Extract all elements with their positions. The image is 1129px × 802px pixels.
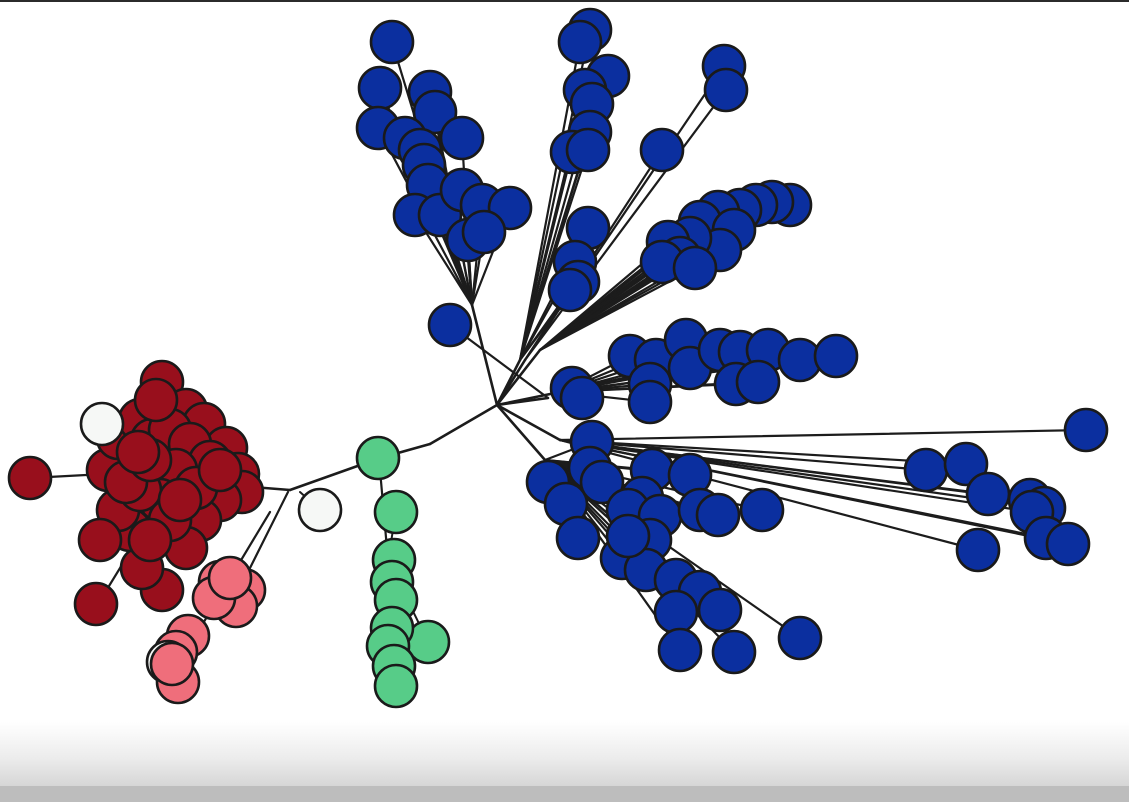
tree-leaves: [7, 7, 1109, 709]
leaf-node-blue: [565, 127, 611, 173]
leaf-node-blue: [703, 67, 749, 113]
leaf-node-red: [133, 377, 179, 423]
leaf-node-blue: [639, 127, 685, 173]
tree-branches: [28, 28, 1088, 687]
leaf-node-blue: [369, 19, 415, 65]
phylogenetic-tree: [7, 7, 1109, 709]
tree-branch: [558, 438, 1034, 514]
leaf-node-red: [7, 455, 53, 501]
leaf-node-blue: [461, 209, 507, 255]
leaf-node-blue: [711, 629, 757, 675]
top-border: [0, 0, 1129, 2]
tree-branch: [495, 348, 542, 407]
leaf-node-blue: [547, 267, 593, 313]
tree-branch: [495, 403, 562, 442]
leaf-node-blue: [555, 515, 601, 561]
leaf-node-blue: [579, 459, 625, 505]
leaf-node-blue: [557, 19, 603, 65]
leaf-node-blue: [559, 375, 605, 421]
tree-branch: [495, 403, 547, 462]
leaf-node-blue: [653, 589, 699, 635]
leaf-node-green: [355, 435, 401, 481]
leaf-node-blue: [903, 447, 949, 493]
leaf-node-green: [373, 489, 419, 535]
tree-branch: [538, 260, 664, 352]
leaf-node-blue: [777, 615, 823, 661]
leaf-node-red: [157, 477, 203, 523]
leaf-node-blue: [697, 587, 743, 633]
footer-gradient-band: [0, 722, 1129, 802]
tree-branch: [558, 438, 968, 466]
tree-branch: [428, 403, 499, 446]
leaf-node-blue: [357, 65, 403, 111]
leaf-node-blue: [605, 513, 651, 559]
leaf-node-blue: [955, 527, 1001, 573]
tree-branch: [558, 428, 1088, 442]
tree-branch: [558, 438, 928, 472]
leaf-node-red: [77, 517, 123, 563]
tree-branch: [495, 390, 562, 407]
leaf-node-pink: [149, 641, 195, 687]
tree-branch: [523, 88, 728, 362]
leaf-node-blue: [943, 441, 989, 487]
leaf-node-blue: [739, 487, 785, 533]
tree-branch: [470, 303, 499, 407]
leaf-node-blue: [965, 471, 1011, 517]
leaf-node-red: [127, 517, 173, 563]
leaf-node-blue: [735, 359, 781, 405]
tree-branch: [518, 150, 574, 362]
leaf-node-white: [297, 487, 343, 533]
leaf-node-blue: [672, 245, 718, 291]
leaf-node-pink: [207, 555, 253, 601]
leaf-node-blue: [1045, 521, 1091, 567]
leaf-node-red: [115, 429, 161, 475]
leaf-node-blue: [412, 89, 458, 135]
leaf-node-red: [73, 581, 119, 627]
leaf-node-green: [373, 663, 419, 709]
leaf-node-white: [79, 401, 125, 447]
leaf-node-blue: [627, 379, 673, 425]
leaf-node-blue: [427, 302, 473, 348]
leaf-node-blue: [657, 627, 703, 673]
footer-bar: [0, 786, 1129, 802]
leaf-node-blue: [439, 115, 485, 161]
leaf-node-blue: [813, 333, 859, 379]
leaf-node-blue: [1063, 407, 1109, 453]
leaf-node-red: [197, 447, 243, 493]
leaf-node-blue: [695, 492, 741, 538]
